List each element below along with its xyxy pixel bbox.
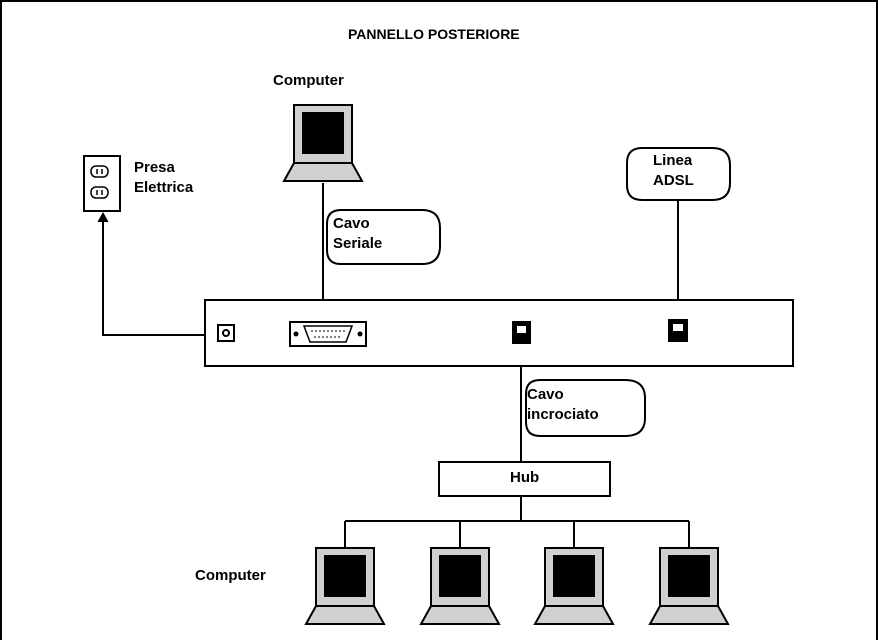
serial-cable-label-line1: Cavo [333, 215, 370, 232]
hub-box [438, 461, 611, 497]
diagram-title: PANNELLO POSTERIORE [348, 26, 520, 42]
adsl-label-line2: ADSL [653, 172, 694, 189]
rear-panel-device [204, 299, 794, 367]
serial-cable-label-line2: Seriale [333, 235, 383, 252]
serial-port-icon [289, 321, 367, 347]
top-computer-icon [282, 104, 364, 182]
adsl-port-icon [668, 319, 688, 342]
power-jack-icon [217, 324, 235, 342]
outlet-label: Presa Elettrica [134, 158, 193, 198]
serial-cable-label: Cavo Seriale [333, 214, 382, 254]
adsl-label: Linea ADSL [653, 151, 694, 191]
bottom-computers-label: Computer [195, 567, 266, 584]
computer-icon-2 [419, 547, 501, 625]
top-computer-label: Computer [273, 72, 344, 89]
crossover-cable-label: Cavo incrociato [527, 385, 599, 425]
serial-cable-callout [326, 209, 441, 265]
outlet-label-line1: Presa [134, 159, 175, 176]
outlet-label-line2: Elettrica [134, 179, 194, 196]
computer-icon-1 [304, 547, 386, 625]
hub-label: Hub [510, 469, 540, 486]
ethernet-port-icon [512, 321, 531, 344]
crossover-cable-label-line2: incrociato [527, 406, 599, 423]
adsl-label-line1: Linea [653, 152, 693, 169]
power-cable [102, 218, 218, 336]
crossover-cable-label-line1: Cavo [527, 386, 564, 403]
arrow-up-icon [97, 211, 109, 223]
crossover-cable-callout [525, 379, 646, 437]
adsl-callout [626, 147, 731, 201]
power-outlet-icon [83, 155, 121, 212]
computer-icon-3 [533, 547, 615, 625]
computer-icon-4 [648, 547, 730, 625]
